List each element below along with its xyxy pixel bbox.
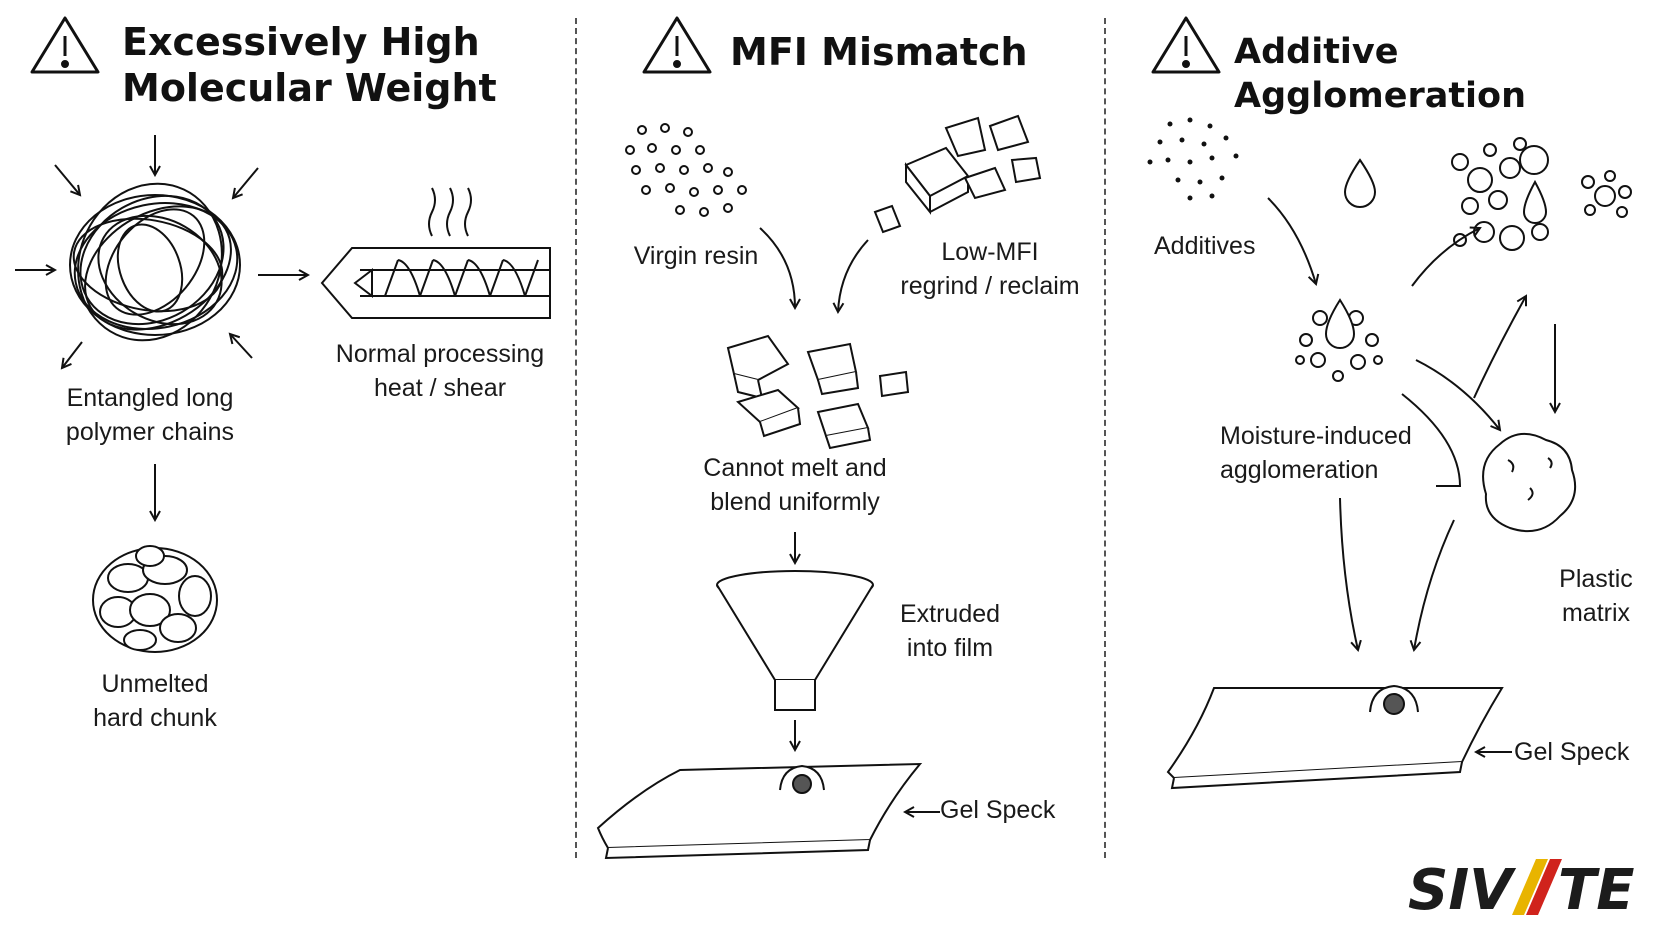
chains-label-line1: Entangled long: [66, 384, 234, 412]
regrind-label-line2: regrind / reclaim: [900, 272, 1080, 300]
chunk-label-line2: hard chunk: [93, 704, 217, 732]
panel-divider: [1104, 18, 1106, 858]
chains-label-line2: polymer chains: [65, 418, 235, 446]
agglomeration-arrows: [1267, 197, 1555, 752]
sivite-logo: SIV TE: [1408, 858, 1634, 919]
plastic-matrix-blob-icon: [1482, 433, 1576, 532]
extruder-screw-icon: [320, 187, 551, 319]
additive-particles: [1147, 117, 1239, 201]
melt-label-line1: Cannot melt and: [703, 454, 887, 482]
logo-slash-yellow: [1512, 859, 1548, 915]
water-drop-icon: [1343, 158, 1377, 208]
moisture-label-line1: Moisture-induced: [1220, 422, 1412, 450]
panel3-title: Additive Agglomeration: [1234, 32, 1527, 116]
additives-label: Additives: [1154, 232, 1256, 260]
panel1-title-line2: Molecular Weight: [122, 66, 497, 110]
film-sheet-icon: [1166, 684, 1504, 790]
warning-triangle-icon: [642, 16, 712, 74]
gel-speck-label: Gel Speck: [1514, 738, 1630, 766]
agglomerate-cluster-icon: [1295, 298, 1383, 382]
chunk-label-line1: Unmelted: [101, 670, 209, 698]
processing-label-line1: Normal processing: [335, 340, 545, 368]
moisture-label-line2: agglomeration: [1220, 456, 1379, 484]
warning-triangle-icon: [30, 16, 100, 74]
matrix-label-line1: Plastic: [1559, 565, 1633, 593]
logo-text-left: SIV: [1408, 858, 1517, 919]
melt-label-line2: blend uniformly: [710, 488, 880, 516]
unmelted-chunk-icon: [92, 545, 218, 653]
virgin-resin-label: Virgin resin: [633, 242, 759, 270]
panel2-title: MFI Mismatch: [730, 30, 1028, 74]
tangled-chains-illustration: [69, 182, 241, 342]
film-sheet-icon: [596, 762, 923, 860]
clustered-agglomerates-icon: [1451, 137, 1632, 251]
extruded-label-line2: into film: [906, 634, 994, 662]
extruded-label-line1: Extruded: [899, 600, 1001, 628]
unblended-chunks: [726, 334, 910, 450]
funnel-icon: [716, 570, 874, 711]
gel-speck-label: Gel Speck: [940, 796, 1056, 824]
virgin-resin-pellets: [625, 123, 747, 217]
regrind-label-line1: Low-MFI: [941, 238, 1039, 266]
warning-triangle-icon: [1151, 16, 1221, 74]
panel1-title-line1: Excessively High: [122, 20, 480, 64]
processing-label-line2: heat / shear: [373, 374, 507, 402]
compression-arrows: [15, 135, 308, 520]
matrix-label-line2: matrix: [1561, 599, 1631, 627]
regrind-flakes: [873, 114, 1042, 234]
logo-slash-red: [1526, 859, 1562, 915]
panel-divider: [575, 18, 577, 858]
mixing-arrows: [759, 227, 940, 812]
logo-text-right: TE: [1558, 858, 1634, 919]
